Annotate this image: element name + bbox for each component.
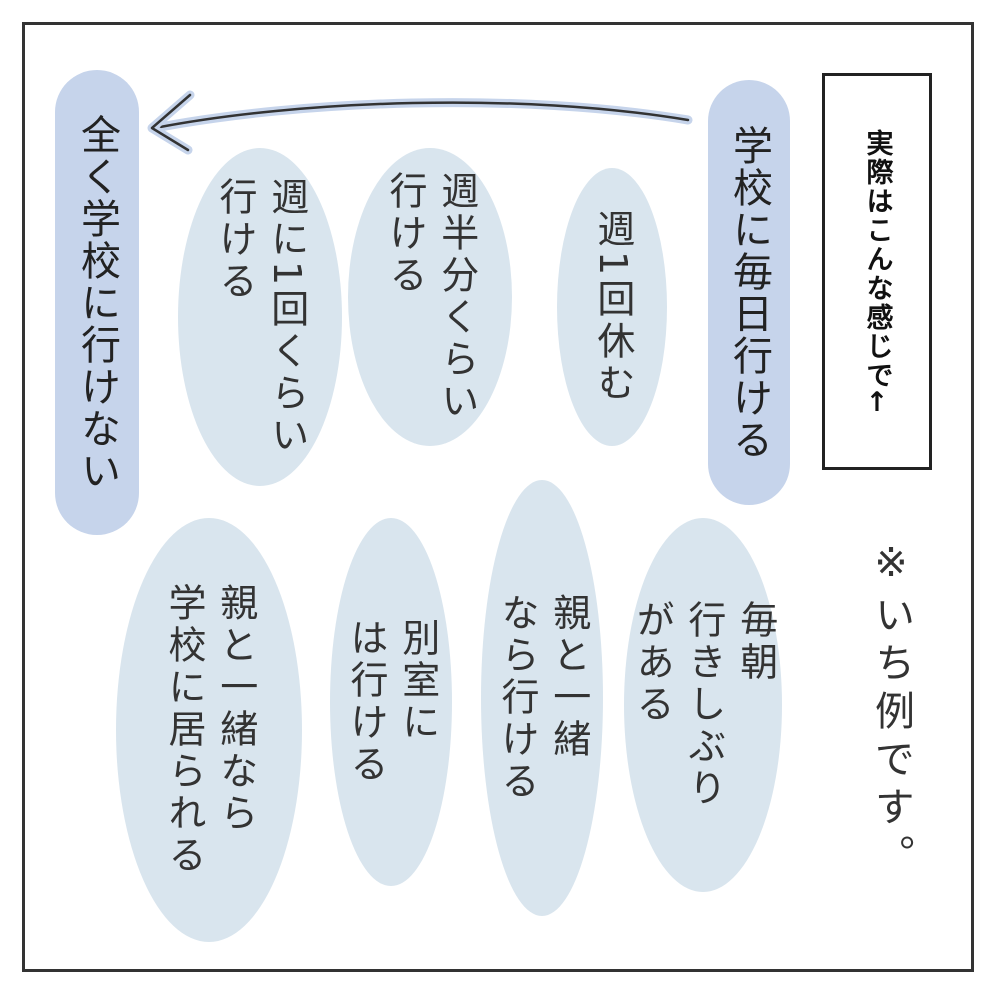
blob-line: 週1回休む <box>590 208 635 406</box>
blob-once-a-week: 週に1回くらい行ける <box>178 148 342 486</box>
blob-line: 親と一緒なら <box>213 583 258 835</box>
blob-separate-room: 別室には行ける <box>330 518 452 886</box>
note-text: 実際はこんな感じで← <box>861 128 893 415</box>
blob-line: 行きしぶり <box>681 600 726 810</box>
disclaimer-text: ※いち例です。 <box>868 540 914 882</box>
disclaimer: ※いち例です。 <box>862 540 920 886</box>
scale-right-label: 学校に毎日行ける <box>726 124 772 461</box>
blob-line: 週半分くらい <box>434 171 479 423</box>
comic-panel-frame <box>22 22 974 972</box>
scale-right-end: 学校に毎日行ける <box>708 80 790 505</box>
scale-left-end: 全く学校に行けない <box>55 70 139 535</box>
blob-morning-reluctance: 毎朝行きしぶりがある <box>624 518 782 892</box>
scale-left-label: 全く学校に行けない <box>74 113 120 492</box>
blob-line: 行ける <box>383 171 427 297</box>
blob-line: がある <box>630 600 675 726</box>
blob-line: は行ける <box>344 618 388 786</box>
blob-line: なら行ける <box>495 593 539 803</box>
blob-stay-with-parent: 親と一緒なら学校に居られる <box>116 518 302 942</box>
blob-line: 毎朝 <box>733 600 778 684</box>
blob-line: 学校に居られる <box>162 583 206 877</box>
blob-line: 週に1回くらい <box>264 176 309 458</box>
blob-line: 別室に <box>395 618 440 744</box>
blob-week-1-absence: 週1回休む <box>557 168 667 446</box>
blob-half-week: 週半分くらい行ける <box>348 148 512 446</box>
blob-with-parent: 親と一緒なら行ける <box>481 480 603 916</box>
blob-line: 親と一緒 <box>546 593 591 761</box>
blob-line: 行ける <box>213 176 257 303</box>
note-box: 実際はこんな感じで← <box>822 73 932 470</box>
